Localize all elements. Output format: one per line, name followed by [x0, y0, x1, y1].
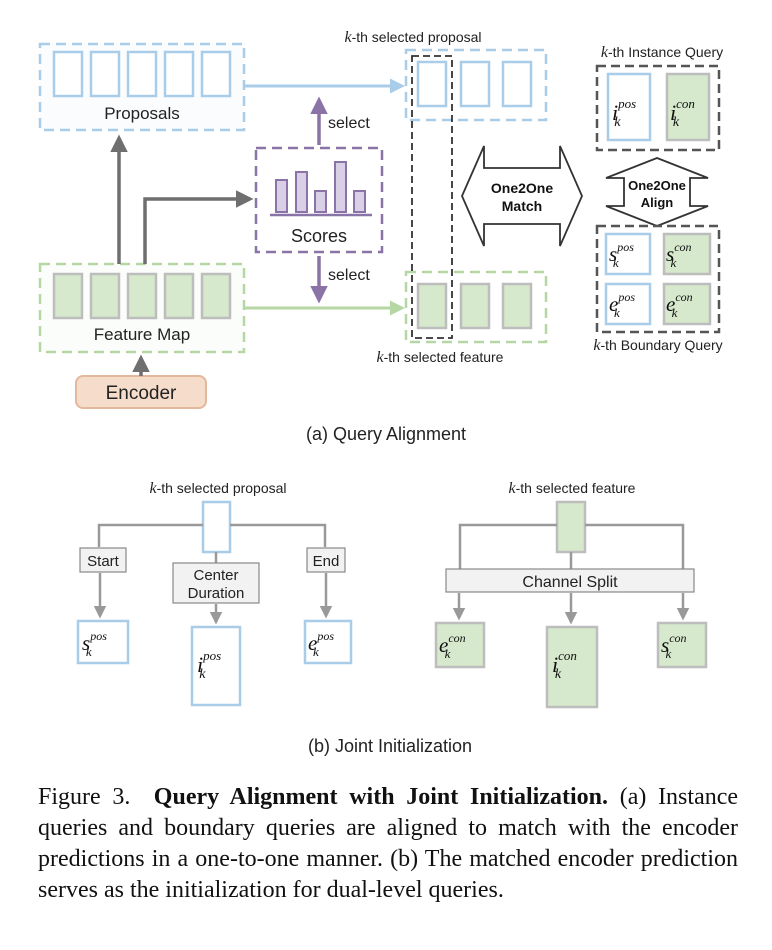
- selected-proposal-box: [404, 48, 548, 122]
- feature-slot: [200, 272, 232, 320]
- e-con-node: [434, 621, 486, 669]
- caption-body: (a) Instance queries and boundary querie…: [38, 784, 739, 903]
- boundary-query-title: k-th Boundary Query: [593, 337, 722, 354]
- encoder-label: Encoder: [106, 383, 177, 404]
- kth-selected-feature-title-a: k-th selected feature: [377, 349, 504, 366]
- selected-feature-node: [555, 500, 587, 554]
- figure-caption: Figure 3. Query Alignment with Joint Ini…: [38, 782, 738, 906]
- feature-slot: [126, 272, 158, 320]
- start-node: Start: [79, 547, 127, 573]
- proposal-slot: [126, 50, 158, 98]
- i-pos-node: [190, 625, 242, 707]
- center-duration-node: Center Duration: [172, 562, 260, 604]
- select-bottom-label: select: [328, 267, 370, 284]
- kth-selected-feature-title-b: k-th selected feature: [509, 480, 636, 497]
- e-pos-node: [303, 619, 353, 665]
- proposal-slot: [89, 50, 121, 98]
- one2one-match-arrow: One2One Match: [461, 145, 583, 247]
- kth-selection-frame: [411, 55, 453, 339]
- kth-selected-proposal-title-a: k-th selected proposal: [344, 29, 481, 46]
- proposals-box: Proposals: [38, 42, 246, 132]
- kth-selected-proposal-title-b: k-th selected proposal: [149, 480, 286, 497]
- svg-text:Start: Start: [87, 553, 120, 570]
- score-bar: [353, 190, 366, 213]
- select-top-label: select: [328, 115, 370, 132]
- align-line2: Align: [641, 195, 674, 210]
- score-bar: [334, 161, 347, 213]
- proposals-label: Proposals: [104, 104, 180, 123]
- svg-text:Channel Split: Channel Split: [522, 574, 618, 591]
- scores-box: Scores: [254, 146, 384, 254]
- feature-map-label: Feature Map: [94, 325, 190, 344]
- proposal-slot: [163, 50, 195, 98]
- caption-lead: Figure 3.: [38, 784, 131, 810]
- s-pos-node: [76, 619, 130, 665]
- subcaption-a: (a) Query Alignment: [306, 424, 466, 444]
- selected-feature-box: [404, 270, 548, 344]
- svg-text:End: End: [313, 553, 340, 570]
- caption-title: Query Alignment with Joint Initializatio…: [153, 784, 608, 810]
- figure-diagram: Proposals Feature Map Encoder Scores sel…: [38, 29, 723, 756]
- align-line1: One2One: [628, 178, 686, 193]
- encoder-box: Encoder: [75, 375, 207, 409]
- feature-slot: [89, 272, 121, 320]
- feature-map-box: Feature Map: [38, 262, 246, 354]
- feature-slot: [163, 272, 195, 320]
- match-line2: Match: [502, 198, 542, 214]
- match-line1: One2One: [491, 180, 553, 196]
- svg-text:Duration: Duration: [188, 585, 245, 602]
- feature-slot: [52, 272, 84, 320]
- i-con-node: [545, 625, 599, 709]
- channel-split-node: Channel Split: [445, 568, 695, 593]
- instance-query-title: k-th Instance Query: [601, 44, 723, 61]
- score-bar: [314, 190, 327, 213]
- selected-proposal-node: [201, 500, 232, 554]
- proposal-slot: [52, 50, 84, 98]
- feature-to-scores-arrow: [143, 190, 254, 264]
- subcaption-b: (b) Joint Initialization: [308, 736, 472, 756]
- one2one-align-arrow: One2One Align: [605, 157, 709, 227]
- scores-label: Scores: [291, 226, 347, 246]
- end-node: End: [306, 547, 346, 573]
- score-bar: [295, 171, 308, 213]
- svg-text:Center: Center: [193, 567, 238, 584]
- score-bar: [275, 179, 288, 213]
- s-con-node: [656, 621, 708, 669]
- proposal-slot: [200, 50, 232, 98]
